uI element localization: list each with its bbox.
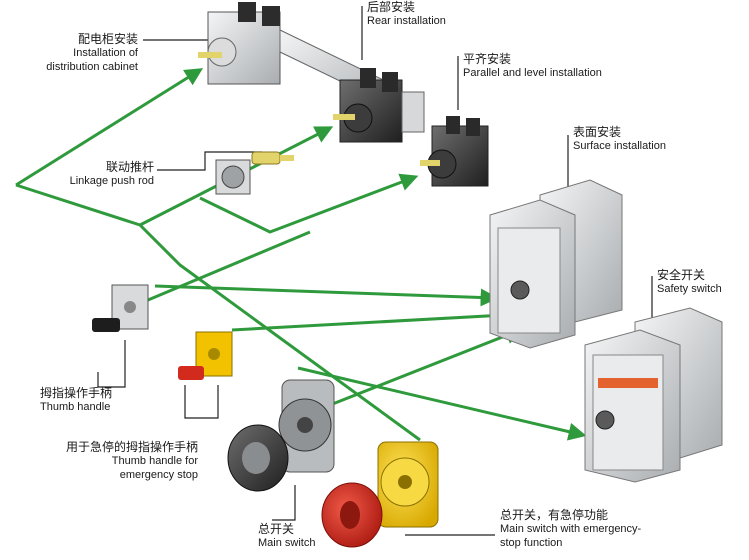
- label-main-emergency: 总开关，有急停功能 Main switch with emergency- st…: [500, 508, 641, 550]
- label-parallel-en: Parallel and level installation: [463, 67, 602, 79]
- label-surface: 表面安装 Surface installation: [573, 125, 666, 153]
- push-rod-illustration: [215, 151, 294, 195]
- label-pushrod: 联动推杆 Linkage push rod: [40, 160, 154, 188]
- label-main-emergency-zh: 总开关，有急停功能: [500, 508, 609, 522]
- emergency-thumb-handle-illustration: [178, 331, 233, 380]
- label-thumb-emergency-en-line2: emergency stop: [119, 469, 198, 481]
- thumb-handle-illustration: [92, 284, 149, 332]
- label-parallel: 平齐安装 Parallel and level installation: [463, 52, 602, 80]
- label-rear: 后部安装 Rear installation: [367, 0, 446, 28]
- label-safety-zh: 安全开关: [657, 268, 706, 282]
- label-safety: 安全开关 Safety switch: [657, 268, 722, 296]
- label-surface-zh: 表面安装: [573, 125, 622, 139]
- label-thumb-zh: 拇指操作手柄: [40, 386, 113, 400]
- label-parallel-zh: 平齐安装: [463, 52, 512, 66]
- label-cabinet-en-line1: Installation of: [73, 47, 138, 59]
- label-cabinet-zh: 配电柜安装: [77, 32, 138, 46]
- label-thumb: 拇指操作手柄 Thumb handle: [40, 386, 112, 414]
- label-main-emergency-en-line1: Main switch with emergency-: [500, 523, 642, 535]
- safety-switch-illustration: [584, 307, 723, 483]
- main-switch-illustration: [227, 379, 335, 492]
- surface-enclosure-illustration: [489, 179, 623, 349]
- label-thumb-emergency-zh: 用于急停的拇指操作手柄: [65, 440, 198, 454]
- label-main-switch-en: Main switch: [258, 537, 316, 549]
- connector-lines: [15, 68, 587, 442]
- leader-lines: [97, 6, 653, 536]
- label-main-emergency-en-line2: stop function: [500, 537, 563, 549]
- label-thumb-emergency: 用于急停的拇指操作手柄 Thumb handle for emergency s…: [40, 440, 198, 482]
- label-main-switch-zh: 总开关: [258, 522, 295, 536]
- label-pushrod-en: Linkage push rod: [69, 175, 154, 187]
- label-thumb-emergency-en-line1: Thumb handle for: [111, 455, 198, 467]
- label-surface-en: Surface installation: [573, 140, 666, 152]
- label-rear-zh: 后部安装: [367, 0, 416, 14]
- label-thumb-en: Thumb handle: [40, 401, 111, 413]
- label-rear-en: Rear installation: [367, 15, 446, 27]
- parallel-switch-illustration: [420, 116, 489, 187]
- emergency-main-switch-illustration: [321, 441, 439, 548]
- label-cabinet: 配电柜安装 Installation of distribution cabin…: [18, 32, 138, 74]
- label-safety-en: Safety switch: [657, 283, 722, 295]
- label-cabinet-en-line2: distribution cabinet: [46, 61, 138, 73]
- rear-switch-illustration: [333, 68, 425, 143]
- label-pushrod-zh: 联动推杆: [105, 160, 154, 174]
- label-main-switch: 总开关 Main switch: [258, 522, 315, 550]
